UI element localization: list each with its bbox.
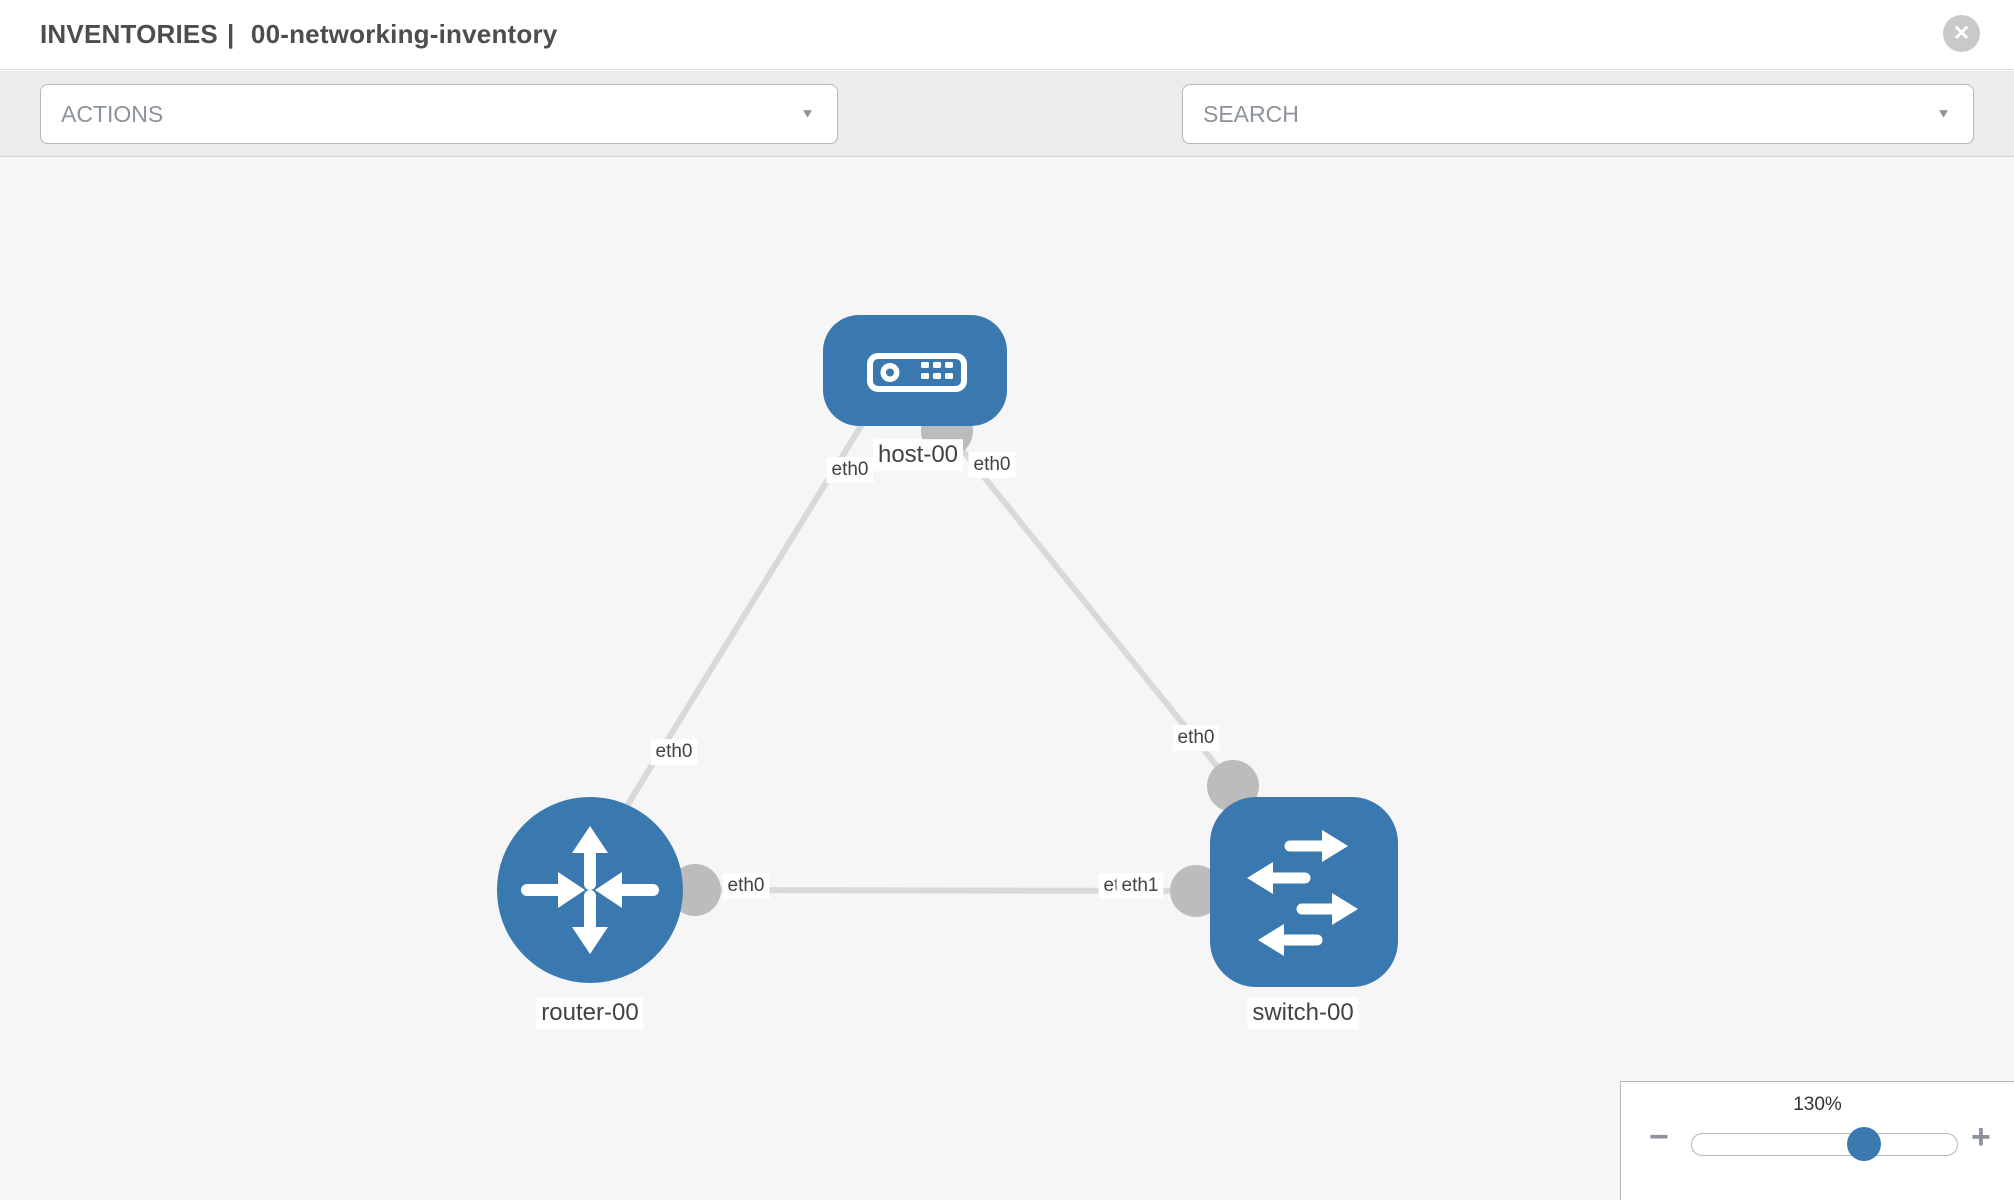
node-host[interactable] — [823, 315, 1007, 426]
topology-canvas[interactable]: eth0 host-00 eth0 eth0 eth0 eth0 eth0 et… — [0, 157, 2014, 1200]
zoom-panel: 130% − + — [1620, 1081, 2014, 1200]
zoom-in-button[interactable]: + — [1971, 1120, 1991, 1154]
port-label: eth0 — [968, 452, 1016, 478]
close-icon: ✕ — [1952, 22, 1971, 45]
zoom-slider-track[interactable] — [1691, 1133, 1958, 1156]
inventory-name: 00-networking-inventory — [250, 19, 558, 49]
breadcrumb-section: INVENTORIES — [40, 19, 218, 49]
node-router[interactable] — [497, 797, 683, 983]
plus-icon: + — [1971, 1118, 1991, 1156]
switch-icon — [1247, 830, 1358, 956]
router-icon — [521, 826, 659, 954]
zoom-slider-handle[interactable] — [1847, 1127, 1881, 1161]
breadcrumb-separator: | — [226, 19, 235, 49]
node-label-router: router-00 — [536, 997, 644, 1029]
node-label-host: host-00 — [872, 439, 964, 471]
node-switch[interactable] — [1210, 797, 1398, 987]
chevron-down-icon: ▼ — [1936, 106, 1951, 121]
port-label: eth1 — [1116, 873, 1164, 899]
minus-icon: − — [1649, 1118, 1669, 1156]
topology-graph — [497, 315, 1398, 987]
port-label: eth0 — [1172, 725, 1220, 751]
close-button[interactable]: ✕ — [1943, 15, 1980, 52]
interface-dot-switch-left — [1170, 865, 1222, 917]
zoom-level: 130% — [1793, 1094, 1842, 1115]
search-dropdown[interactable]: SEARCH ▼ — [1182, 84, 1974, 144]
search-dropdown-value: SEARCH — [1203, 101, 1299, 127]
toolbar: ACTIONS ▼ SEARCH ▼ — [0, 71, 2014, 204]
actions-dropdown[interactable]: ACTIONS ▼ — [40, 84, 838, 144]
actions-dropdown-value: ACTIONS — [61, 101, 164, 127]
page-title: INVENTORIES | 00-networking-inventory — [40, 19, 557, 50]
node-label-switch: switch-00 — [1247, 997, 1359, 1029]
port-label: eth0 — [722, 873, 770, 899]
port-label: eth0 — [826, 457, 874, 483]
zoom-out-button[interactable]: − — [1649, 1120, 1669, 1154]
chevron-down-icon: ▼ — [800, 106, 815, 121]
host-icon — [867, 353, 967, 392]
port-label: eth0 — [650, 739, 698, 765]
header: INVENTORIES | 00-networking-inventory ✕ — [0, 0, 2014, 70]
